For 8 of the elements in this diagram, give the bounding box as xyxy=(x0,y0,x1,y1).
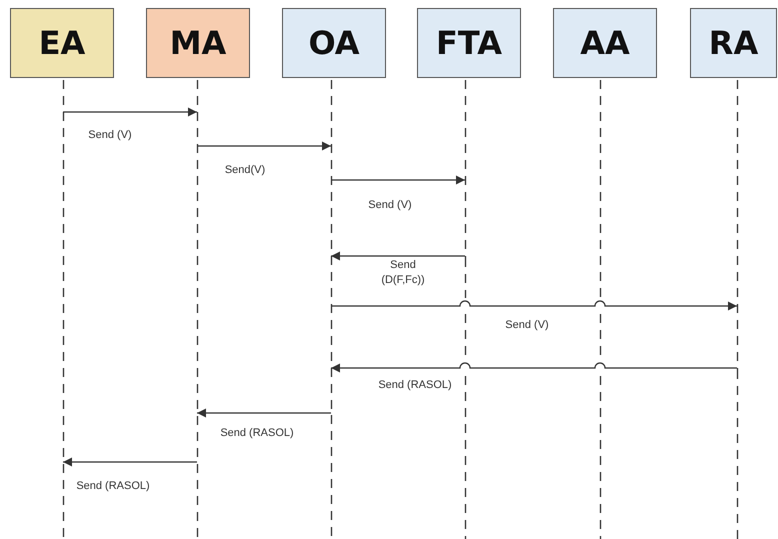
message-arrow xyxy=(63,458,197,466)
message-arrow xyxy=(63,108,197,116)
message-arrow xyxy=(331,176,465,184)
message-arrow xyxy=(197,142,331,150)
message-arrow xyxy=(331,252,465,260)
message-arrow xyxy=(331,362,737,372)
message-arrow xyxy=(331,300,737,310)
message-arrow xyxy=(197,408,331,418)
